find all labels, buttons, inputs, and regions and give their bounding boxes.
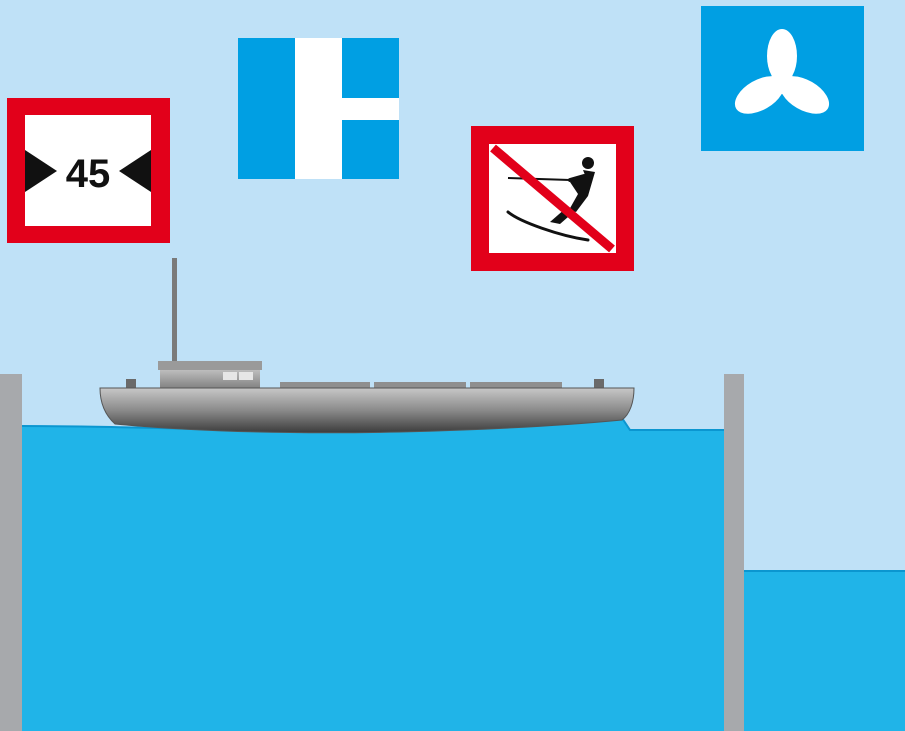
ship-window <box>239 372 253 380</box>
lock-chamber-water <box>0 418 724 731</box>
ship-cabin-roof <box>158 361 262 370</box>
lock-gate-sign <box>238 38 399 179</box>
lock-gate-right <box>724 374 744 731</box>
ship-window <box>223 372 237 380</box>
lock-wall-left <box>0 374 22 731</box>
propeller-sign <box>701 6 864 151</box>
ship-mast <box>172 258 177 363</box>
downstream-water <box>744 570 905 731</box>
width-limit-sign: 45 <box>7 98 170 243</box>
no-water-skiing-sign <box>471 126 634 271</box>
width-limit-value: 45 <box>66 152 111 196</box>
